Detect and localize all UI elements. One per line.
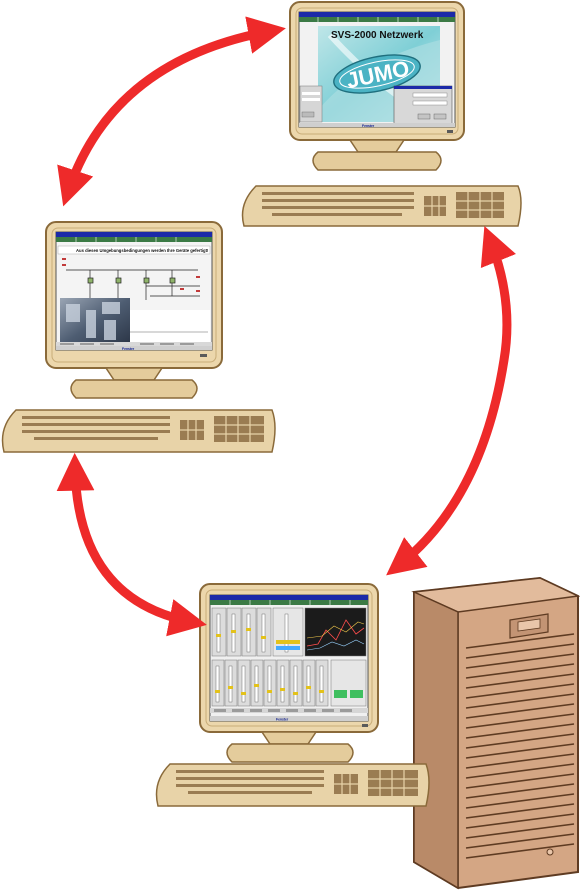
keyboard-top (241, 185, 522, 227)
server-tower (411, 576, 580, 890)
workstation-bottom: Fenster (155, 583, 430, 807)
top-screen-title: SVS-2000 Netzwerk (331, 30, 424, 41)
trend-chart (304, 607, 367, 657)
keyboard-bottom (155, 763, 430, 807)
process-schematic (66, 269, 200, 300)
top-status-label: Fenster (362, 124, 375, 128)
middle-status-label: Fenster (122, 347, 135, 351)
login-dialog (393, 85, 453, 125)
tower-vents (465, 633, 575, 859)
monitor-bottom: Fenster (199, 583, 379, 763)
monitor-middle: Aus diesen Umgebungsbedingungen werden I… (45, 221, 223, 399)
middle-screen-headline: Aus diesen Umgebungsbedingungen werden I… (76, 248, 208, 253)
gauge-row-lower (211, 659, 367, 707)
double-arrow-icon-left (56, 452, 207, 637)
workstation-middle: Aus diesen Umgebungsbedingungen werden I… (1, 221, 276, 453)
double-arrow-icon-top (57, 16, 286, 207)
double-arrow-icon-right (386, 225, 516, 576)
keyboard-middle (1, 409, 276, 453)
bottom-status-label: Fenster (276, 718, 289, 722)
workstation-top: SVS-2000 Netzwerk JUMO (241, 1, 522, 227)
power-button-icon (546, 848, 554, 856)
gauge-row-upper (211, 607, 304, 657)
monitor-top: SVS-2000 Netzwerk JUMO (289, 1, 465, 171)
connection-arrows (56, 16, 516, 637)
